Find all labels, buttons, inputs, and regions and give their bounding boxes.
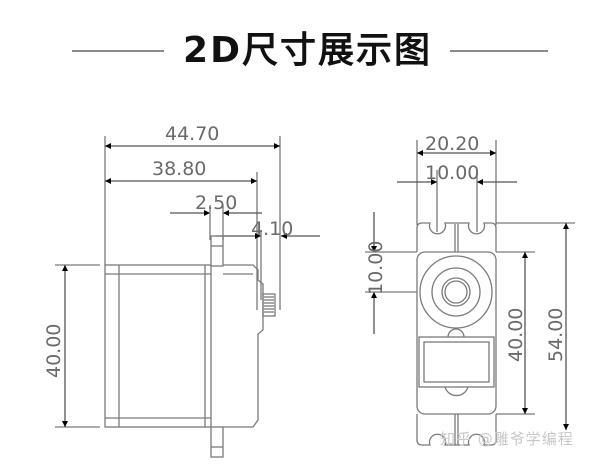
dim-front-hole-to-shaft: 10.00 <box>365 241 387 295</box>
dim-front-overall-width: 20.20 <box>425 133 479 155</box>
front-view <box>365 140 575 446</box>
page-title: 2D尺寸展示图 <box>183 30 432 71</box>
title-divider-right <box>450 50 548 52</box>
title-divider-left <box>72 50 164 52</box>
watermark: 知乎 @雕爷学编程 <box>440 430 574 448</box>
title-bar: 2D尺寸展示图 <box>0 28 600 74</box>
dim-side-body-width: 38.80 <box>152 158 206 180</box>
dim-side-body-height: 40.00 <box>43 324 65 378</box>
dim-side-shaft-protrusion: 4.10 <box>251 218 293 240</box>
dim-side-overall-width: 44.70 <box>165 123 219 145</box>
side-view <box>55 136 320 458</box>
dim-front-body-height: 40.00 <box>505 308 527 362</box>
dim-front-overall-height: 54.00 <box>545 308 567 362</box>
dim-side-flange-thickness: 2.50 <box>195 192 237 214</box>
dim-front-hole-spacing: 10.00 <box>425 162 479 184</box>
